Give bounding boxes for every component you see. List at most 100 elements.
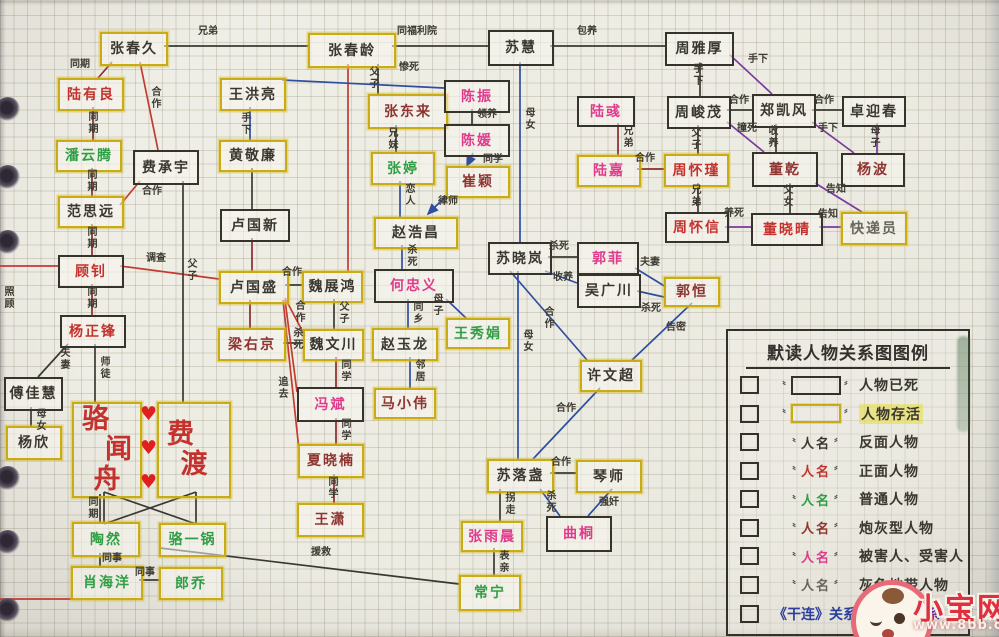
relation-label: 同学 — [339, 359, 350, 383]
relation-label: 援救 — [311, 547, 331, 558]
relation-label: 养死 — [724, 208, 744, 219]
legend-checkbox — [740, 376, 759, 395]
person-node-苏慧: 苏慧 — [488, 30, 554, 66]
person-node-董乾: 董乾 — [752, 152, 818, 187]
person-node-骆一锅: 骆一锅 — [159, 523, 226, 557]
legend-checkbox — [740, 461, 759, 480]
binder-hole — [0, 97, 20, 121]
person-node-曲桐: 曲桐 — [546, 516, 612, 552]
relation-label: 同学 — [339, 418, 350, 442]
relation-line — [282, 299, 300, 451]
relation-line — [814, 182, 863, 213]
person-node-周峻茂: 周峻茂 — [667, 96, 731, 129]
person-node-傅佳慧: 傅佳慧 — [4, 377, 63, 411]
relation-label: 表亲 — [497, 550, 508, 574]
relation-label: 同期 — [86, 111, 97, 135]
person-node-张春久: 张春久 — [100, 32, 168, 66]
relation-label: 母女 — [34, 408, 45, 432]
legend-row: 〝人名〞正面人物 — [728, 457, 968, 486]
relation-line — [509, 270, 588, 361]
relation-label: 同福利院 — [397, 26, 437, 37]
legend-box: 默读人物关系图图例 〝〞人物已死〝〞人物存活〝人名〞反面人物〝人名〞正面人物〝人… — [726, 329, 970, 636]
relation-label: 母子 — [431, 293, 442, 317]
relation-line — [634, 267, 667, 288]
person-node-杨波: 杨波 — [841, 153, 905, 187]
person-node-王洪亮: 王洪亮 — [220, 78, 286, 111]
relation-label: 强奸 — [599, 497, 619, 508]
relation-label: 告知 — [826, 184, 846, 195]
person-node-何忠义: 何忠义 — [374, 269, 454, 303]
relation-label: 父子 — [367, 66, 378, 90]
legend-desc: 炮灰型人物 — [859, 520, 934, 537]
relation-label: 拐走 — [503, 492, 514, 516]
person-node-周雅厚: 周雅厚 — [665, 32, 734, 66]
relation-label: 杀死 — [641, 303, 661, 314]
person-node-陆彧: 陆彧 — [577, 96, 635, 127]
binder-hole — [0, 230, 20, 254]
legend-sample: 〝人名〞 — [785, 522, 846, 538]
watermark-url: www.8bb.com — [913, 618, 999, 633]
relation-label: 同期 — [70, 59, 90, 70]
binder-hole — [0, 165, 20, 189]
relation-label: 合作 — [729, 95, 749, 106]
relation-label: 同事 — [135, 567, 155, 578]
person-node-张雨晨: 张雨晨 — [461, 521, 523, 552]
relation-label: 手下 — [239, 112, 250, 136]
relation-label: 合作 — [293, 300, 304, 324]
relation-label: 夫妻 — [640, 257, 660, 268]
bowtie-mark — [103, 491, 197, 525]
relation-label: 兄妹 — [386, 127, 397, 151]
relation-line — [587, 488, 613, 517]
person-node-苏晓岚: 苏晓岚 — [488, 242, 552, 275]
person-node-黄敬廉: 黄敬廉 — [219, 140, 287, 172]
relation-label: 邻居 — [413, 359, 424, 383]
person-node-快递员: 快递员 — [841, 212, 907, 245]
relation-label: 父子 — [337, 301, 348, 325]
relation-label: 同学 — [326, 476, 337, 500]
legend-desc: 普通人物 — [859, 492, 919, 509]
relation-line — [139, 61, 159, 151]
person-node-崔颖: 崔颖 — [446, 166, 510, 198]
binder-hole — [0, 598, 20, 622]
relation-label: 同期 — [85, 169, 96, 193]
person-node-常宁: 常宁 — [459, 575, 521, 611]
relation-label: 同期 — [85, 286, 96, 310]
legend-desc: 被害人、受害人 — [859, 549, 964, 566]
person-node-王潇: 王潇 — [297, 503, 364, 537]
relation-label: 杀死 — [549, 241, 569, 252]
relation-label: 合作 — [542, 306, 553, 330]
relation-line — [426, 193, 449, 216]
heart-icon: ♥ — [140, 437, 158, 459]
person-node-陈媛: 陈媛 — [444, 124, 510, 157]
legend-checkbox — [740, 547, 759, 566]
legend-row: 〝人名〞炮灰型人物 — [728, 514, 968, 543]
relation-label: 包养 — [577, 26, 597, 37]
person-node-陈振: 陈振 — [444, 80, 510, 113]
relation-label: 告密 — [666, 322, 686, 333]
relation-label: 同乡 — [411, 301, 422, 325]
person-node-顾钊: 顾钊 — [58, 255, 124, 288]
relation-label: 兄弟 — [621, 125, 632, 149]
relation-label: 手下 — [748, 54, 768, 65]
legend-dead-box-icon — [791, 375, 841, 395]
legend-desc: 正面人物 — [859, 463, 919, 480]
person-node-范思远: 范思远 — [58, 196, 124, 228]
relation-label: 律师 — [438, 196, 458, 207]
relation-label: 领养 — [477, 109, 497, 120]
relation-label: 追去 — [276, 376, 287, 400]
relation-label: 父女 — [781, 184, 792, 208]
relation-label: 同期 — [86, 496, 97, 520]
relation-label-zhaogu: 照顾 — [2, 286, 13, 310]
person-node-骆闻舟: 骆闻舟 — [72, 402, 142, 498]
relation-label: 告知 — [818, 209, 838, 220]
relation-line — [119, 265, 220, 280]
person-node-杨欣: 杨欣 — [6, 426, 62, 460]
relation-line — [726, 121, 765, 153]
relation-label: 合作 — [149, 86, 160, 110]
legend-row: 〝人名〞被害人、受害人 — [728, 542, 968, 571]
person-node-杨正锋: 杨正锋 — [60, 315, 126, 348]
heart-icon: ♥ — [140, 403, 158, 425]
legend-sample: 〝人名〞 — [785, 493, 846, 509]
relation-line — [631, 302, 693, 361]
